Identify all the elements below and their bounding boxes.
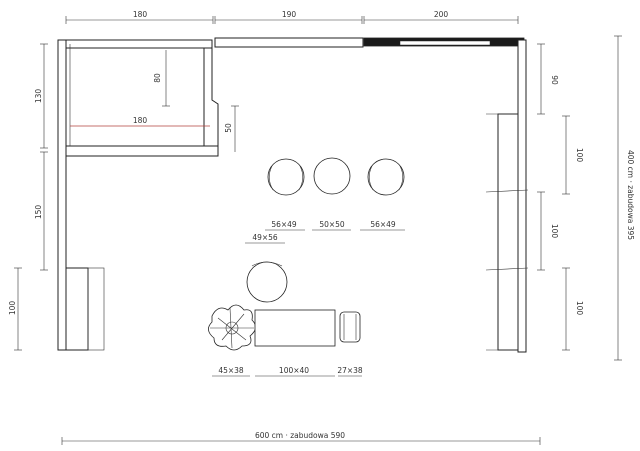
- stool: [339, 311, 361, 343]
- label-chair-center: 50×50: [319, 220, 345, 229]
- right-dimensions: 90 100 100 100 400 cm · zabudowa 395: [537, 35, 635, 361]
- bed-area: 80 180 50: [69, 44, 239, 152]
- dim-step-50: 50: [224, 123, 233, 133]
- dim-total-bottom: 600 cm · zabudowa 590: [255, 431, 345, 440]
- dim-top-3: 200: [434, 10, 449, 19]
- label-chair-right: 56×49: [370, 220, 396, 229]
- bottom-furniture-labels: 45×38 100×40 27×38: [212, 366, 363, 377]
- sink-icon: [399, 40, 491, 46]
- chair-lower: [246, 261, 288, 303]
- plant-icon: [208, 304, 256, 351]
- dim-total-right: 400 cm · zabudowa 395: [626, 150, 635, 240]
- dim-top-1: 180: [133, 10, 148, 19]
- dim-right-4: 100: [575, 301, 584, 316]
- label-table: 100×40: [279, 366, 309, 375]
- label-chair-lower: 49×56: [252, 233, 278, 242]
- chair-right: [367, 158, 405, 196]
- dim-bed-depth: 80: [153, 73, 162, 83]
- dim-bed-width: 180: [133, 116, 148, 125]
- dim-left-1: 130: [34, 89, 43, 104]
- coffee-table: [254, 309, 336, 347]
- dim-top-2: 190: [282, 10, 297, 19]
- dim-right-1: 90: [550, 75, 559, 85]
- label-stool: 27×38: [337, 366, 363, 375]
- dim-right-3: 100: [550, 224, 559, 239]
- chair-center: [313, 157, 351, 195]
- chair-dimension-labels: 56×49 50×50 56×49 49×56: [245, 220, 405, 244]
- chair-left: [267, 158, 305, 196]
- dim-right-2: 100: [575, 148, 584, 163]
- bottom-dimension: 600 cm · zabudowa 590: [61, 431, 541, 445]
- left-dimensions: 130 150 100: [8, 43, 48, 351]
- dim-left-3: 100: [8, 301, 17, 316]
- top-dimensions: 180 190 200: [65, 10, 519, 24]
- label-plant: 45×38: [218, 366, 244, 375]
- room-outline: [57, 37, 529, 353]
- label-chair-left: 56×49: [271, 220, 297, 229]
- dim-left-2: 150: [34, 205, 43, 220]
